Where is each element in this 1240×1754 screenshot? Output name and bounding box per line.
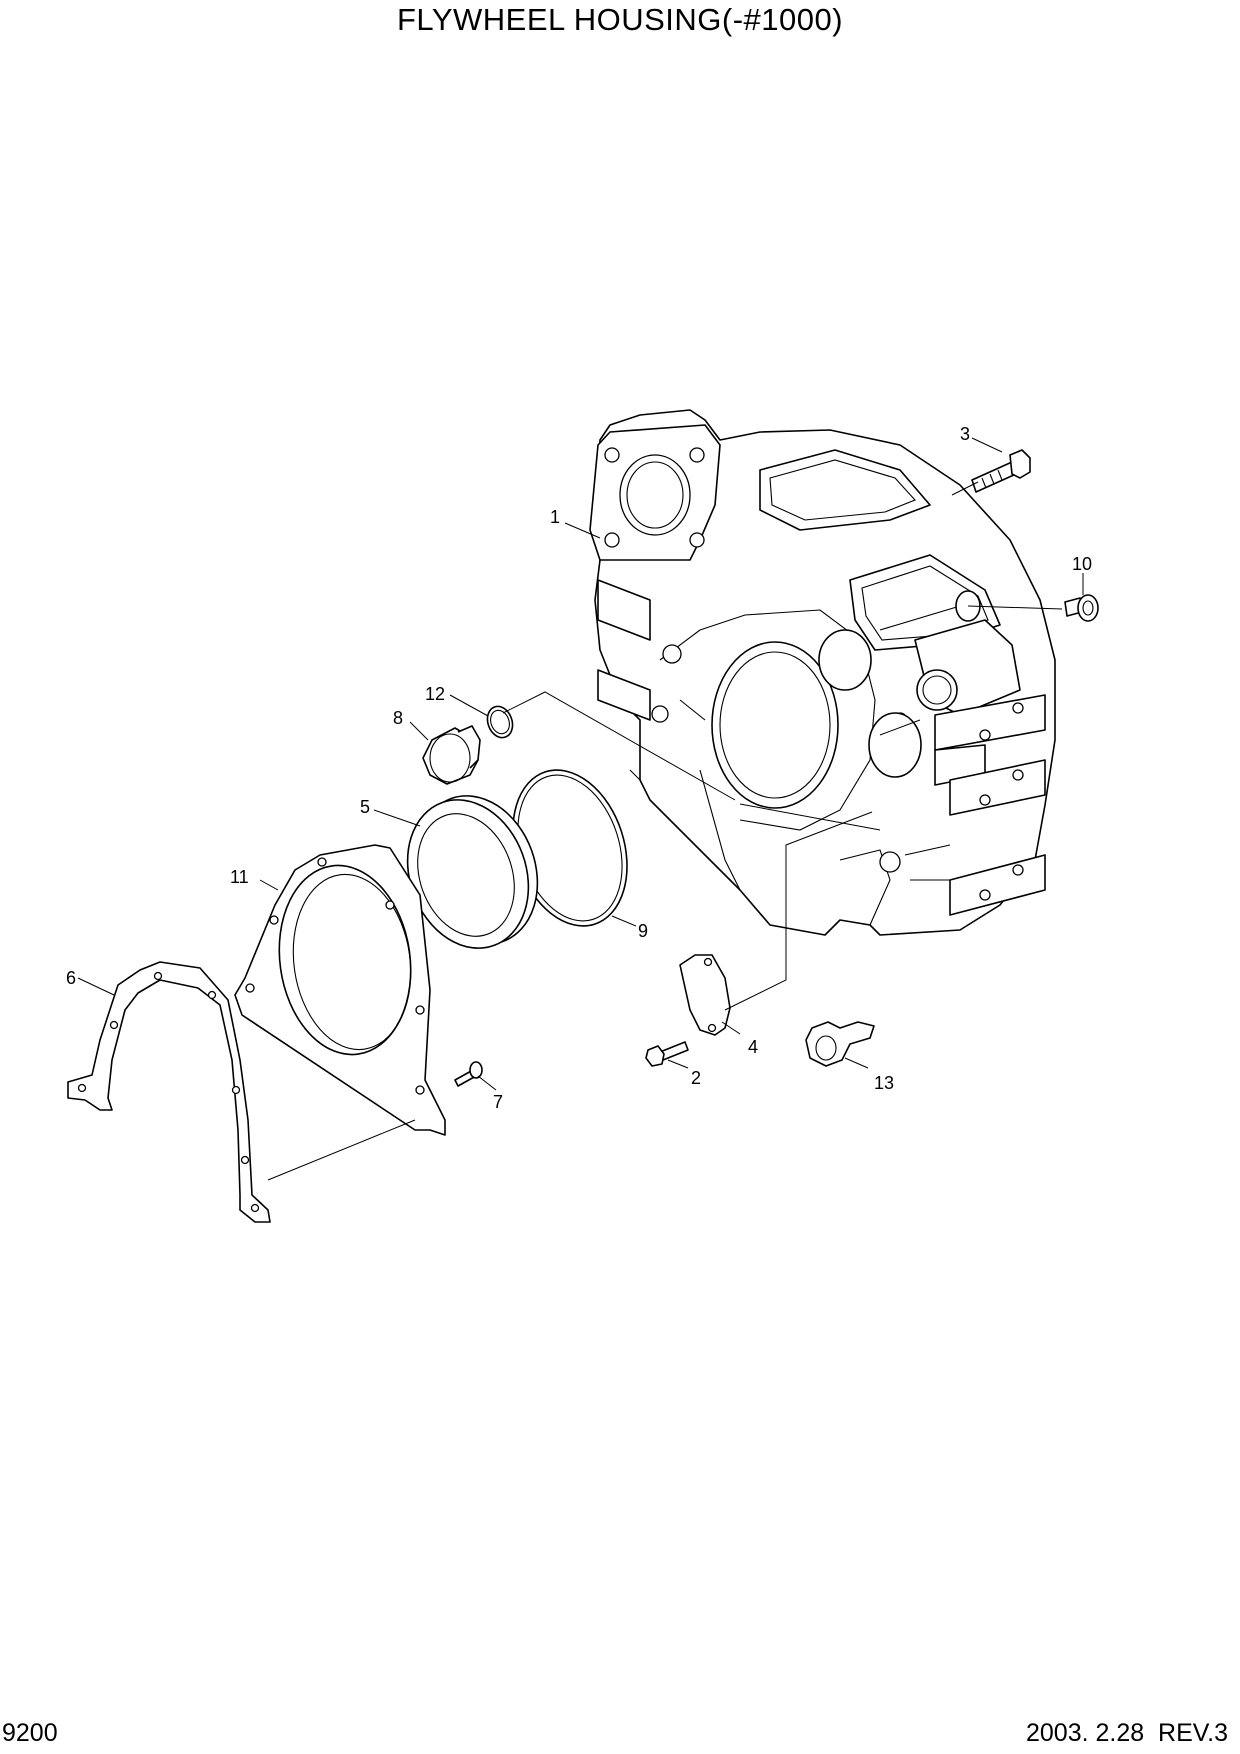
callout-2: 2 [691, 1068, 701, 1088]
callout-6: 6 [66, 968, 76, 988]
part-3-bolt [971, 449, 1031, 493]
callout-13: 13 [874, 1073, 894, 1093]
page-number: 9200 [2, 1719, 58, 1747]
part-12-o-ring [486, 705, 514, 739]
callout-10: 10 [1072, 554, 1092, 574]
callout-7: 7 [493, 1092, 503, 1112]
part-11-seal-housing [234, 844, 446, 1136]
callout-3: 3 [960, 424, 970, 444]
part-7-screw [454, 1061, 483, 1087]
part-13-clamp [805, 1021, 875, 1067]
part-1-flywheel-housing [589, 409, 1056, 936]
callout-4: 4 [748, 1037, 758, 1057]
callout-1: 1 [550, 507, 560, 527]
part-8-plug [422, 725, 481, 785]
callout-12: 12 [425, 684, 445, 704]
revision-date: 2003. 2.28 REV.3 [1025, 1719, 1228, 1747]
part-6-gasket [67, 961, 271, 1223]
part-10-plug [1064, 594, 1099, 622]
callout-11: 11 [230, 867, 249, 887]
callout-5: 5 [360, 797, 370, 817]
leader-lines [77, 437, 1084, 1181]
callout-8: 8 [393, 708, 403, 728]
part-4-cover [679, 954, 731, 1036]
part-2-bolt [645, 1041, 689, 1067]
part-5-oil-seal [406, 795, 539, 949]
callout-9: 9 [638, 921, 648, 941]
page-title: FLYWHEEL HOUSING(-#1000) [396, 2, 844, 37]
